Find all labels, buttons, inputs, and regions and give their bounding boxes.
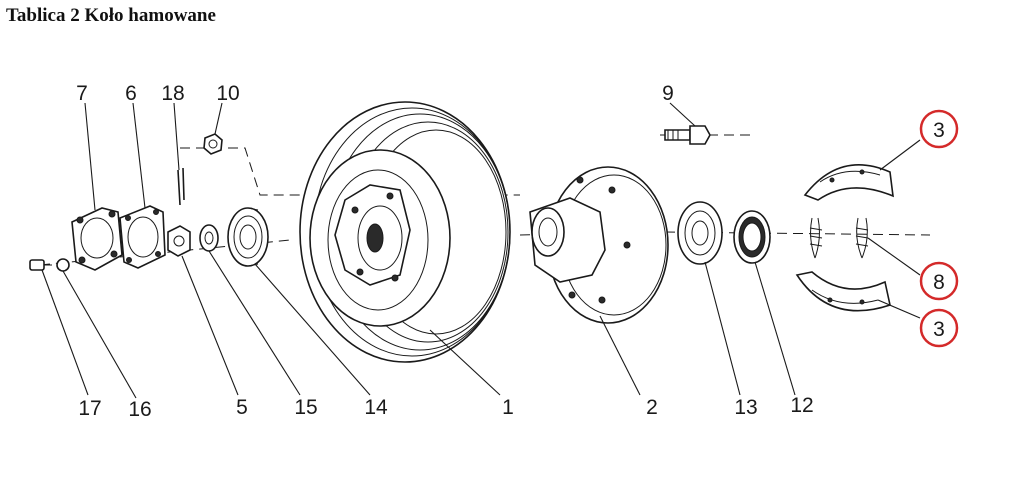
label-6: 6 <box>125 82 137 105</box>
part-7-cover <box>71 207 123 271</box>
part-2-hub <box>529 166 669 324</box>
page-title: Tablica 2 Koło hamowane <box>6 5 216 26</box>
label-14: 14 <box>364 396 388 419</box>
part-3-brake-shoe-bottom <box>795 271 891 312</box>
part-17-bolt <box>29 259 52 271</box>
label-3-top: 3 <box>933 119 945 142</box>
label-8: 8 <box>933 271 945 294</box>
part-3-brake-shoe-top <box>803 164 894 201</box>
part-1-wheel <box>299 101 511 363</box>
label-9: 9 <box>662 82 674 105</box>
label-15: 15 <box>294 396 317 419</box>
highlight-circle-3-top <box>919 109 959 149</box>
leader-lines <box>41 102 921 399</box>
label-1: 1 <box>502 396 514 419</box>
highlight-circle-8 <box>919 261 959 301</box>
part-16-washer <box>56 258 70 272</box>
part-15-washer <box>199 224 219 252</box>
label-18: 18 <box>161 82 184 105</box>
label-12: 12 <box>790 394 813 417</box>
part-8-springs <box>809 217 869 259</box>
label-7: 7 <box>76 82 88 105</box>
part-9-bolt <box>664 125 711 145</box>
label-2: 2 <box>646 396 658 419</box>
label-3-bottom: 3 <box>933 318 945 341</box>
part-18-cotter-pin <box>177 167 185 206</box>
label-10: 10 <box>216 82 239 105</box>
label-5: 5 <box>236 396 248 419</box>
part-6-gasket <box>119 205 166 269</box>
part-13-bearing <box>677 201 723 265</box>
label-16: 16 <box>128 398 151 421</box>
label-13: 13 <box>734 396 757 419</box>
part-14-bearing <box>227 207 269 267</box>
part-10-nut <box>203 133 223 155</box>
label-17: 17 <box>78 397 101 420</box>
part-5-castle-nut <box>167 225 191 257</box>
highlight-circle-3-bottom <box>919 308 959 348</box>
part-12-seal <box>733 210 771 264</box>
